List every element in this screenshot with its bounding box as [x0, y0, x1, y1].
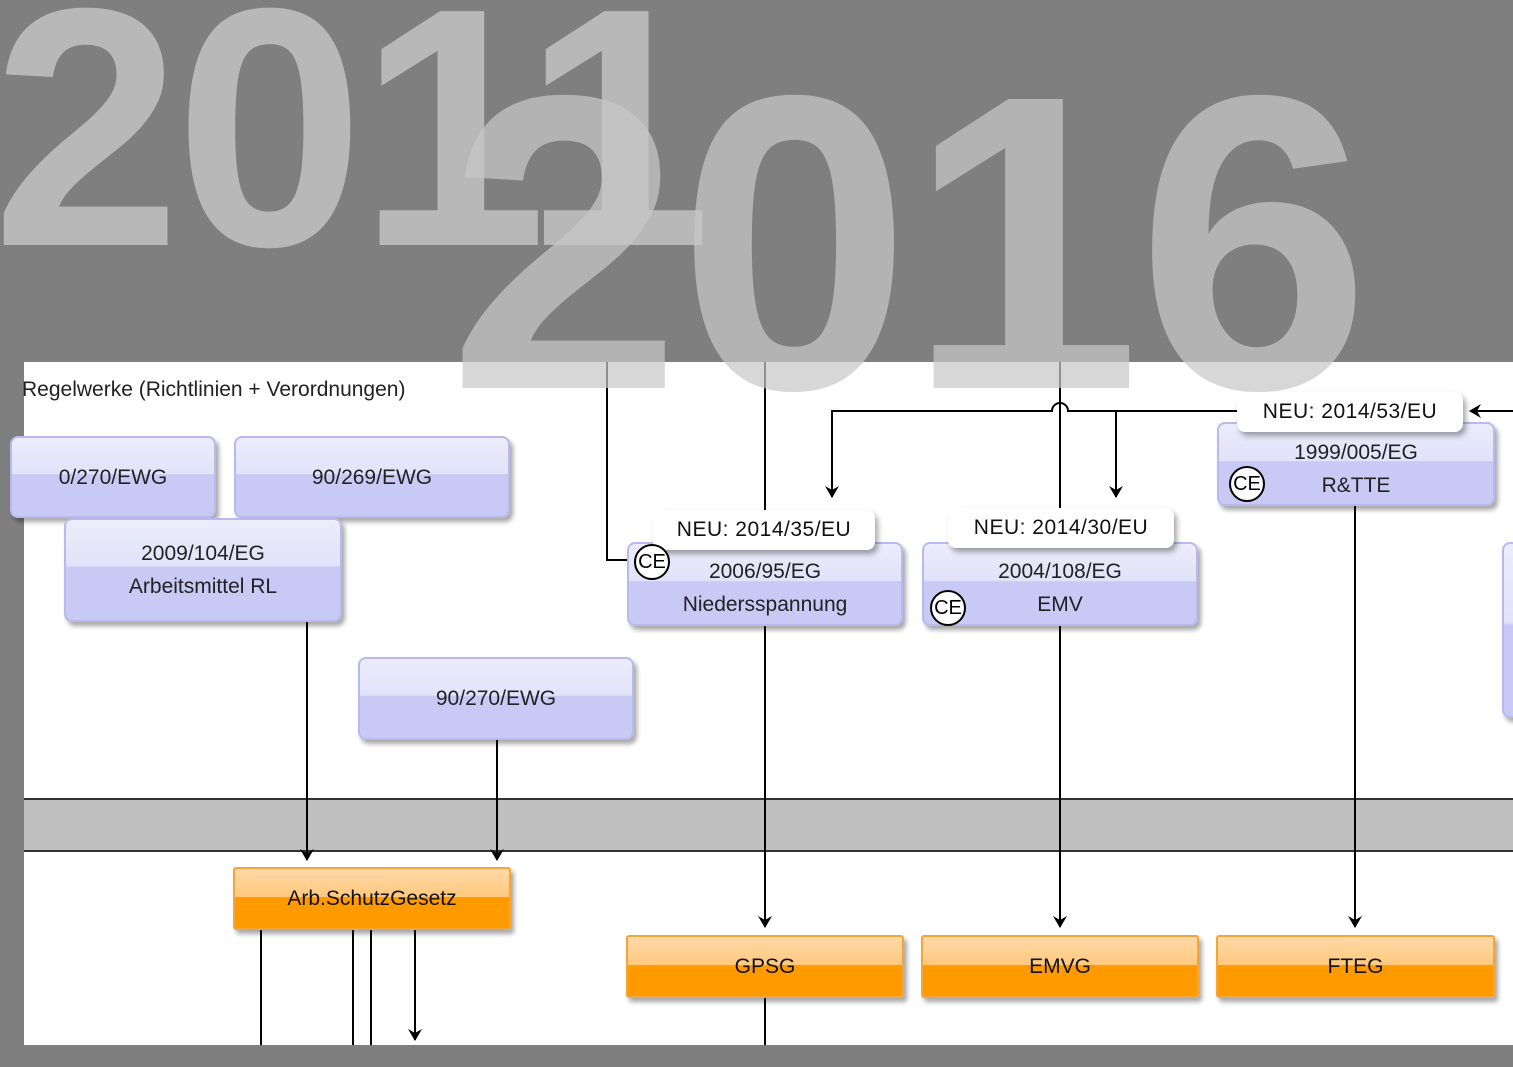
- ce-mark-icon: CE: [1229, 466, 1265, 502]
- directive-number: 2004/108/EG: [998, 560, 1122, 583]
- directive-box[interactable]: 2006/95/EG Niedersspannung: [627, 542, 903, 626]
- separator-band: [24, 798, 1513, 852]
- directive-box[interactable]: 90/270/EWG: [358, 657, 634, 740]
- directive-name: R&TTE: [1321, 474, 1391, 497]
- directive-number: 1999/005/EG: [1294, 441, 1418, 464]
- directive-box-partial[interactable]: [1502, 542, 1513, 718]
- directive-name: Arbeitsmittel RL: [128, 575, 278, 598]
- connector-to-niederspannung: [606, 362, 632, 561]
- section-title: Regelwerke (Richtlinien + Verordnungen): [22, 378, 406, 401]
- law-box[interactable]: FTEG: [1216, 935, 1495, 998]
- update-label[interactable]: NEU: 2014/53/EU: [1237, 392, 1463, 432]
- law-box[interactable]: EMVG: [921, 935, 1199, 998]
- directive-number: 90/269/EWG: [311, 465, 433, 489]
- directive-number: 2006/95/EG: [708, 560, 822, 583]
- directive-box[interactable]: 90/269/EWG: [234, 436, 510, 518]
- law-box[interactable]: Arb.SchutzGesetz: [233, 867, 511, 930]
- connector-neu53-to-lvd: [825, 402, 1240, 498]
- law-box[interactable]: GPSG: [626, 935, 904, 998]
- ce-mark-icon: CE: [930, 590, 966, 626]
- update-label[interactable]: NEU: 2014/35/EU: [653, 510, 875, 550]
- directive-name: Niedersspannung: [682, 593, 848, 616]
- directive-name: EMV: [1037, 593, 1083, 616]
- directive-box[interactable]: 2009/104/EG Arbeitsmittel RL: [64, 518, 342, 622]
- ce-mark-icon: CE: [634, 544, 670, 580]
- directive-number: 0/270/EWG: [58, 465, 168, 489]
- directive-number: 2009/104/EG: [141, 542, 265, 565]
- directive-number: 90/270/EWG: [435, 687, 557, 710]
- directive-box[interactable]: 0/270/EWG: [10, 436, 216, 518]
- update-label[interactable]: NEU: 2014/30/EU: [948, 508, 1174, 548]
